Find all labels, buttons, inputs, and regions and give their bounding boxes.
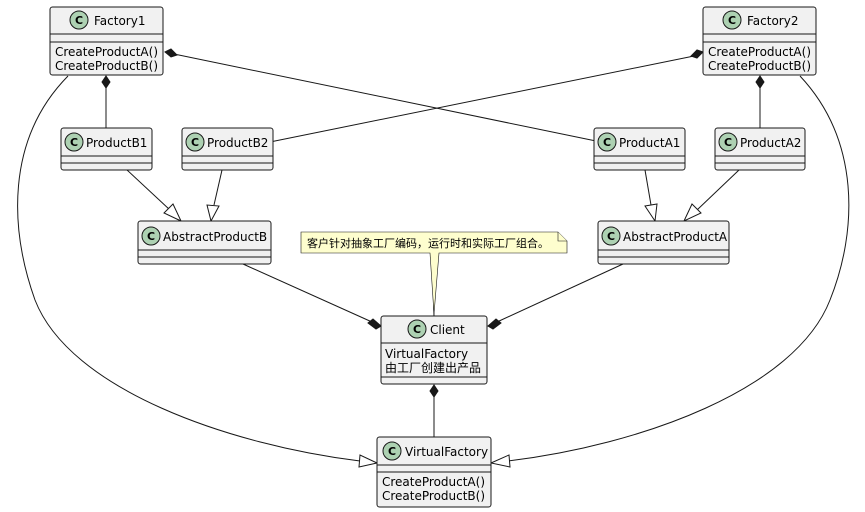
class-client[interactable]: C Client VirtualFactory 由工厂创建出产品 — [380, 315, 488, 385]
class-stereotype-icon — [185, 132, 205, 152]
composition-diamond-icon — [487, 318, 502, 330]
edge-factory1-virtualfactory — [17, 75, 361, 462]
class-abstractproducta[interactable]: C AbstractProductA — [597, 220, 730, 265]
composition-diamond-icon — [101, 75, 111, 89]
class-name: Client — [430, 323, 465, 337]
class-name: ProductB1 — [86, 136, 147, 150]
class-stereotype-letter: C — [388, 445, 396, 458]
composition-diamond-icon — [755, 75, 765, 89]
inheritance-arrow-icon — [489, 454, 511, 468]
inheritance-arrow-icon — [358, 454, 379, 468]
class-stereotype-letter: C — [607, 230, 615, 243]
class-virtualfactory[interactable]: C VirtualFactory CreateProductA() Create… — [376, 436, 492, 508]
edge-factory2-virtualfactory — [507, 75, 850, 462]
class-name: ProductB2 — [207, 136, 268, 150]
class-stereotype-letter: C — [603, 136, 611, 149]
composition-diamond-icon — [690, 49, 704, 59]
class-stereotype-icon — [407, 319, 427, 339]
composition-diamond-icon — [367, 318, 382, 330]
class-stereotype-icon — [382, 441, 402, 461]
composition-diamond-icon — [164, 48, 178, 58]
class-stereotype-icon — [722, 10, 742, 30]
class-stereotype-icon — [69, 10, 89, 30]
class-stereotype-icon — [64, 132, 84, 152]
class-producta1[interactable]: C ProductA1 — [593, 127, 686, 171]
class-member: CreateProductB() — [55, 59, 158, 73]
class-stereotype-letter: C — [70, 136, 78, 149]
class-stereotype-letter: C — [75, 14, 83, 27]
class-member: CreateProductA() — [382, 475, 485, 489]
class-name: Factory2 — [747, 14, 798, 28]
class-stereotype-icon — [141, 226, 161, 246]
class-productb1[interactable]: C ProductB1 — [60, 127, 153, 171]
class-box — [380, 315, 488, 385]
class-name: ProductA2 — [740, 136, 801, 150]
inheritance-arrow-icon — [682, 203, 702, 223]
class-productb2[interactable]: C ProductB2 — [181, 127, 274, 171]
class-stereotype-icon — [718, 132, 738, 152]
class-box — [181, 127, 274, 171]
class-factory1[interactable]: C Factory1 CreateProductA() CreateProduc… — [49, 6, 164, 76]
class-abstractproductb[interactable]: C AbstractProductB — [137, 220, 272, 265]
edge-factory2-productb2 — [269, 55, 695, 143]
class-name: AbstractProductB — [163, 230, 267, 244]
class-stereotype-letter: C — [413, 323, 421, 336]
class-member: 由工厂创建出产品 — [385, 361, 481, 375]
class-stereotype-icon — [597, 132, 617, 152]
class-member: CreateProductB() — [382, 489, 485, 503]
class-member: VirtualFactory — [385, 347, 468, 361]
note-text: 客户针对抽象工厂编码，运行时和实际工厂组合。 — [307, 236, 549, 250]
relationship-edges — [17, 48, 850, 468]
class-factory2[interactable]: C Factory2 CreateProductA() CreateProduc… — [702, 6, 817, 76]
note: 客户针对抽象工厂编码，运行时和实际工厂组合。 — [300, 231, 568, 315]
class-producta2[interactable]: C ProductA2 — [714, 127, 806, 171]
class-box — [60, 127, 153, 171]
class-stereotype-letter: C — [724, 136, 732, 149]
class-name: Factory1 — [94, 14, 145, 28]
class-member: CreateProductA() — [55, 45, 158, 59]
note-fold — [557, 232, 567, 242]
class-box — [714, 127, 806, 171]
edge-factory1-producta1 — [173, 53, 597, 142]
edge-producta1-abstractproducta — [644, 169, 652, 206]
class-stereotype-letter: C — [191, 136, 199, 149]
inheritance-arrow-icon — [163, 203, 183, 223]
class-box — [597, 220, 730, 265]
class-name: AbstractProductA — [623, 230, 728, 244]
inheritance-arrow-icon — [206, 204, 220, 223]
class-member: CreateProductB() — [708, 59, 811, 73]
edge-productb2-abstractproductb — [213, 169, 223, 206]
composition-diamond-icon — [429, 384, 439, 398]
edge-productb1-abstractproductb — [126, 169, 171, 211]
edge-producta2-abstractproducta — [696, 169, 740, 211]
edge-abstractproductb-client — [242, 263, 373, 323]
class-stereotype-icon — [601, 226, 621, 246]
class-name: ProductA1 — [619, 136, 680, 150]
class-box — [593, 127, 686, 171]
inheritance-arrow-icon — [644, 203, 658, 223]
edge-abstractproducta-client — [496, 263, 624, 323]
class-stereotype-letter: C — [147, 230, 155, 243]
class-box — [137, 220, 272, 265]
class-stereotype-letter: C — [728, 14, 736, 27]
class-member: CreateProductA() — [708, 45, 811, 59]
class-name: VirtualFactory — [405, 445, 488, 459]
